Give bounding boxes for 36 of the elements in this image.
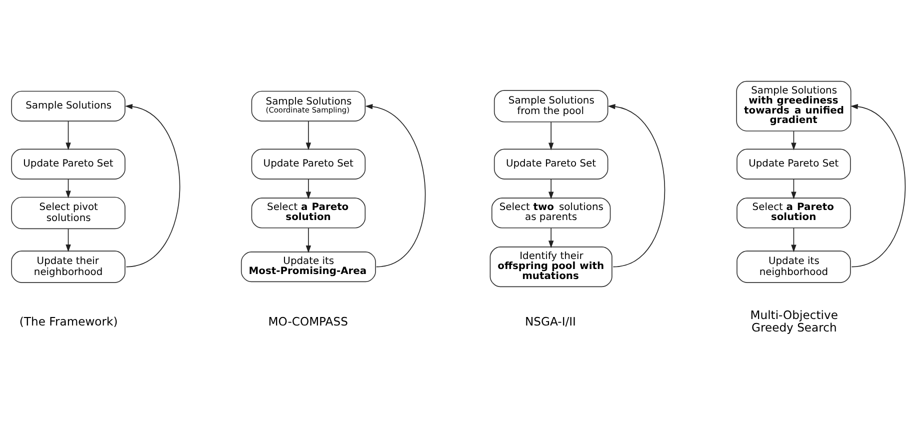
node-box: Sample Solutions from the pool <box>494 90 608 122</box>
arrow <box>608 104 666 268</box>
node-box: Sample Solutions <box>11 90 126 122</box>
arrow <box>66 178 71 198</box>
label: MO-COMPASS <box>268 314 348 328</box>
node-box: Identify their offspring pool with mutations <box>490 246 612 288</box>
arrow <box>306 120 312 150</box>
node-box: Sample Solutions with greediness towards a unified gradient <box>736 80 852 132</box>
node-box: Select two solutions as parents <box>491 198 611 228</box>
node-box: Update Pareto Set <box>251 148 366 180</box>
node-box: Select a Pareto solution <box>736 198 851 228</box>
arrow <box>791 130 796 150</box>
arrow <box>548 228 554 248</box>
arrow <box>548 122 554 150</box>
node-box: Select a Pareto solution <box>251 198 366 228</box>
node-box: Update its neighborhood <box>736 250 851 283</box>
label: NSGA-I/II <box>524 314 576 328</box>
arrow <box>365 104 426 268</box>
arrow <box>548 178 554 200</box>
arrow <box>125 104 180 268</box>
label: (The Framework) <box>19 314 118 328</box>
arrow <box>791 178 796 200</box>
arrow <box>850 104 906 268</box>
arrow <box>791 228 796 252</box>
node-box: Update Pareto Set <box>11 148 126 180</box>
arrow <box>66 228 71 252</box>
arrow <box>66 120 71 150</box>
node-box: Update its Most-Promising-Area <box>240 252 376 282</box>
node-box: Update their neighborhood <box>11 250 126 283</box>
node-box: Update Pareto Set <box>736 148 851 180</box>
arrow <box>306 178 312 200</box>
node-box: Sample Solutions (Coordinate Sampling) <box>251 90 366 122</box>
node-box: Update Pareto Set <box>494 148 608 180</box>
label: Multi-Objective Greedy Search <box>750 308 838 335</box>
arrow <box>306 228 312 253</box>
node-box: Select pivot solutions <box>11 196 126 230</box>
